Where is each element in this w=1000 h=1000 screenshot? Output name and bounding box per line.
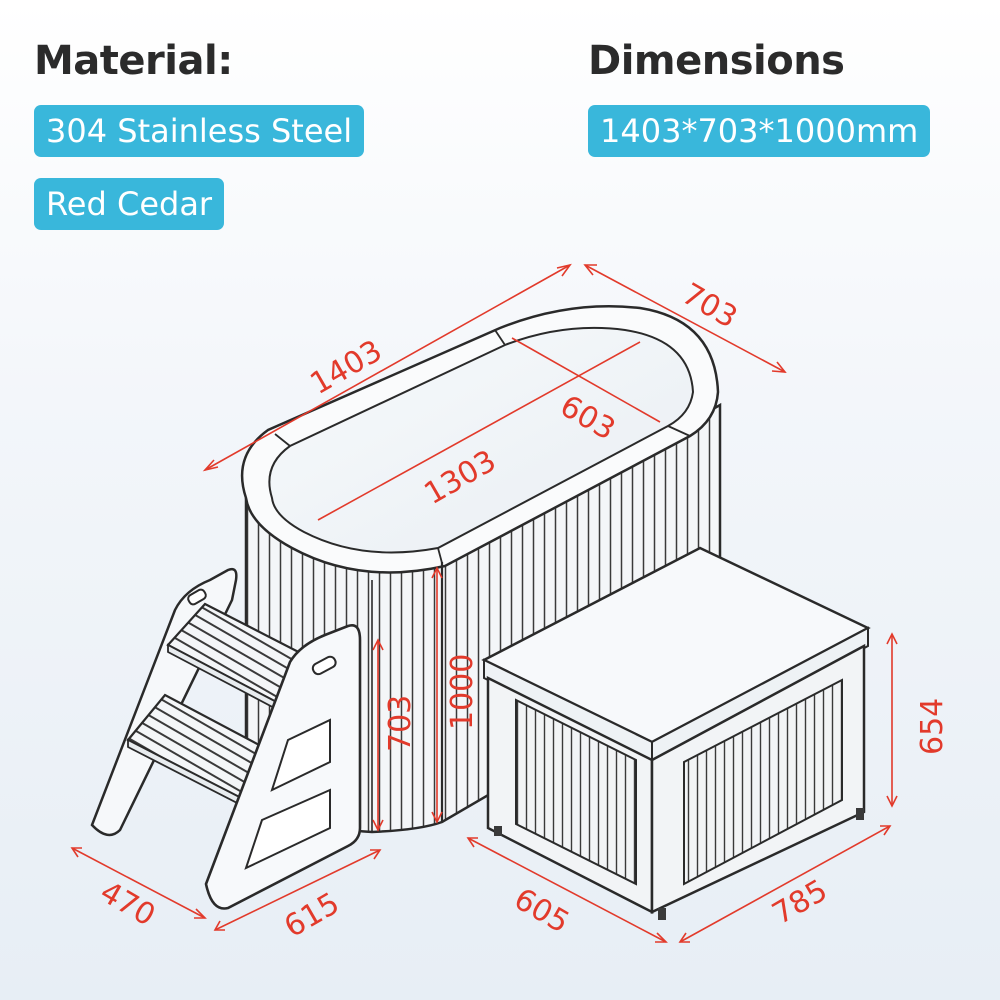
material-heading: Material:	[34, 38, 233, 84]
dimension-lines	[70, 263, 898, 943]
label-inner-depth: 703	[383, 695, 418, 752]
dimensions-heading: Dimensions	[588, 38, 845, 84]
label-box-depth: 605	[508, 882, 575, 941]
material-badge-cedar: Red Cedar	[34, 178, 225, 230]
dimensions-badge: 1403*703*1000mm	[588, 105, 931, 157]
label-steps-depth: 470	[94, 875, 161, 934]
label-tub-height: 1000	[445, 654, 480, 730]
label-box-width: 785	[767, 873, 834, 932]
label-box-height: 654	[915, 698, 950, 755]
tub-opening	[268, 326, 695, 554]
material-badge-steel: 304 Stainless Steel	[34, 105, 365, 157]
storage-box	[481, 546, 871, 920]
step-ladder	[90, 567, 362, 910]
